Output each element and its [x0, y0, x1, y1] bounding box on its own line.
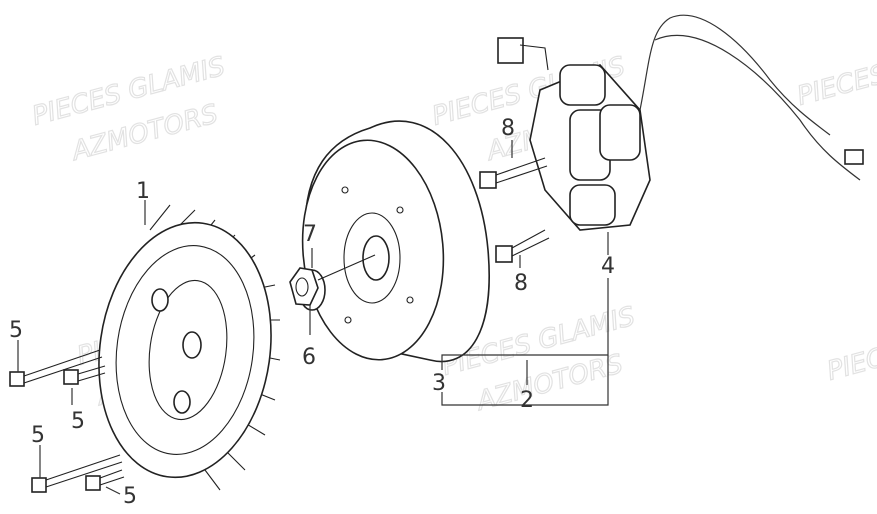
callout-5: 5: [9, 318, 23, 343]
callout-8: 8: [501, 116, 515, 141]
bolt-8: [479, 157, 548, 189]
bolt-5: [63, 365, 106, 385]
watermark-text: PIECES GLAMIS: [824, 306, 877, 386]
callout-3: 3: [432, 371, 446, 396]
callout-5: 5: [71, 409, 85, 434]
rotor: [301, 120, 490, 363]
callout-4: 4: [601, 254, 615, 279]
callout-7: 7: [303, 222, 317, 247]
bolts: [9, 157, 550, 493]
bolt-8: [495, 229, 550, 263]
bolt-5: [31, 454, 123, 493]
leader-lines: [17, 140, 609, 495]
bolt-5: [85, 469, 125, 491]
callout-5: 5: [123, 484, 137, 509]
bolt-5: [9, 349, 103, 387]
nut-and-washer: [289, 254, 376, 311]
flywheel-fan: [98, 204, 281, 491]
callout-8: 8: [514, 271, 528, 296]
stator: [497, 14, 864, 231]
callout-2: 2: [520, 388, 534, 413]
callout-6: 6: [302, 345, 316, 370]
callout-1: 1: [136, 179, 150, 204]
watermark-text: PIECES GLAMIS: [794, 31, 877, 111]
callout-5: 5: [31, 423, 45, 448]
